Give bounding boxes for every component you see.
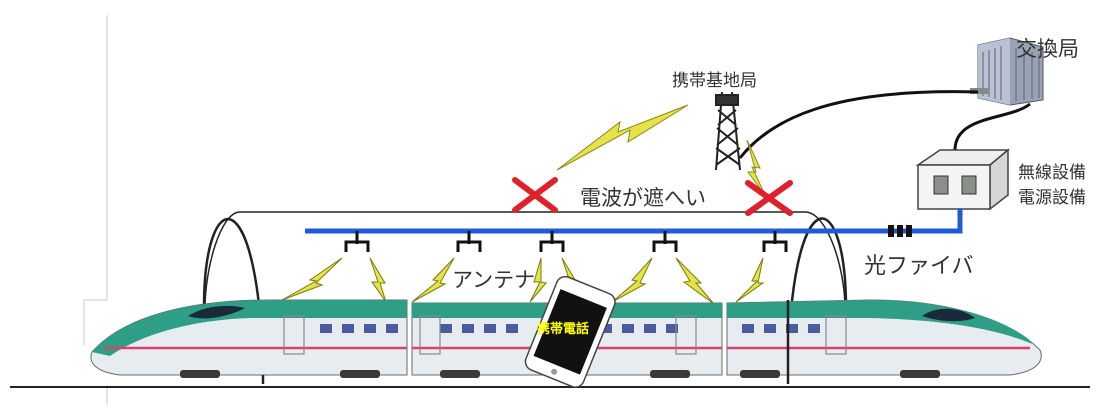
antenna-label: アンテナ xyxy=(452,268,536,292)
signal-bolt xyxy=(556,104,689,171)
power-equipment-label: 電源設備 xyxy=(1018,188,1086,208)
antenna xyxy=(539,231,565,252)
exchange-label: 交換局 xyxy=(1016,37,1079,61)
train xyxy=(90,299,1042,378)
tunnel-outline xyxy=(204,211,846,309)
base-station-cable xyxy=(738,90,979,159)
equipment-box xyxy=(915,148,1011,211)
base-station-label: 携帯基地局 xyxy=(672,71,757,91)
equipment-cable xyxy=(953,102,1031,151)
radio-equipment-label: 無線設備 xyxy=(1018,163,1086,183)
fiber-connector xyxy=(888,225,912,237)
blocked-cross-right xyxy=(745,180,793,216)
mobile-phone xyxy=(524,275,616,388)
blocked-signal-label: 電波が遮へい xyxy=(580,186,706,210)
optical-fiber xyxy=(305,209,963,234)
blocked-cross-left xyxy=(512,177,558,213)
exchange-building xyxy=(970,37,1044,106)
optical-fiber-label: 光ファイバ xyxy=(864,254,974,279)
antenna xyxy=(344,231,370,252)
antenna xyxy=(652,231,678,252)
antenna xyxy=(762,231,788,252)
antenna xyxy=(456,231,482,252)
base-station-tower xyxy=(715,91,741,171)
mobile-phone-label: 携帯電話 xyxy=(537,322,590,337)
